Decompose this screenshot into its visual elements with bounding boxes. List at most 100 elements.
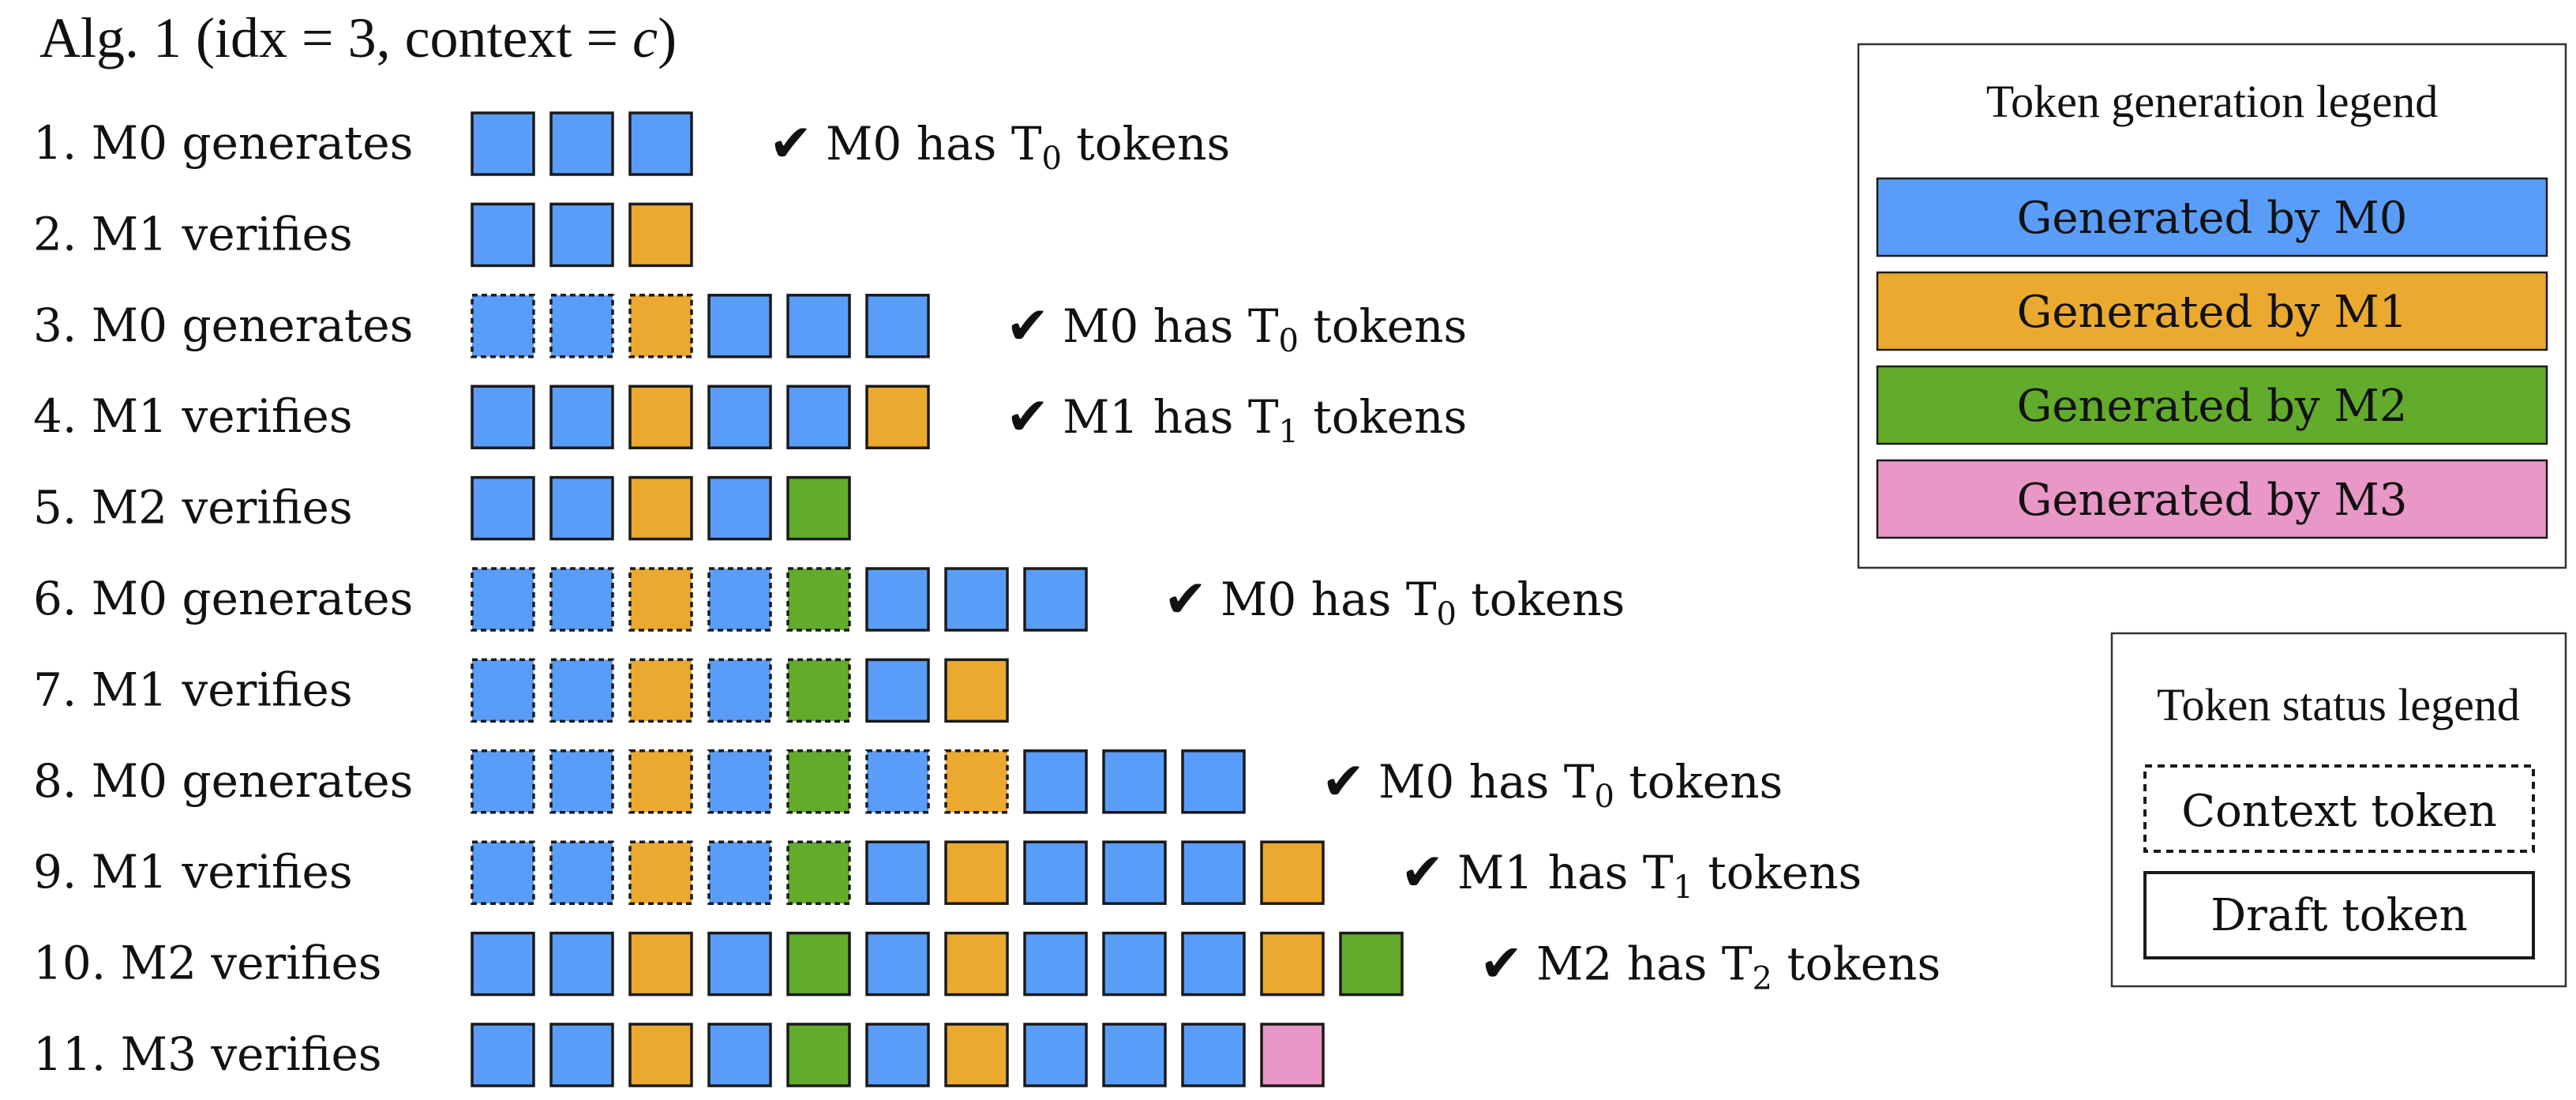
draft-token [707,1023,772,1087]
token-count-note: M0 has T0 tokens [1063,299,1467,359]
draft-token [549,931,614,997]
legend-item-label: Generated by M0 [2017,193,2408,244]
draft-token [1102,749,1167,814]
draft-token [1102,840,1167,905]
token-count-note: M2 has T2 tokens [1536,937,1940,997]
context-token [549,658,614,723]
token-generation-legend: Token generation legend Generated by M0G… [1857,43,2567,569]
draft-token [865,1023,930,1087]
draft-token [944,567,1009,632]
legend-item-label: Generated by M2 [2017,381,2408,432]
checkmark-icon: ✔ [1164,569,1207,629]
note-suffix: tokens [1299,390,1467,444]
draft-token [1181,1023,1246,1087]
step-label: 6. M0 generates [33,572,413,625]
step-row: 7. M1 verifies [33,658,1009,723]
draft-token-swatch [2143,871,2535,959]
step-label: 5. M2 verifies [33,481,353,535]
context-token [471,658,535,723]
note-suffix: tokens [1457,573,1625,626]
context-token [707,840,772,905]
step-label: 11. M3 verifies [33,1027,382,1081]
draft-token [628,1023,693,1087]
draft-token [944,1023,1009,1087]
draft-token [471,385,535,449]
draft-token [549,385,614,449]
draft-token [1181,931,1246,997]
draft-token [786,294,851,359]
step-row: 10. M2 verifies✔M2 has T2 tokens [33,931,1940,997]
context-token [549,294,614,359]
checkmark-icon: ✔ [1006,295,1049,356]
draft-token [1023,1023,1088,1087]
draft-token [471,931,535,997]
context-token [471,567,535,632]
step-row: 4. M1 verifies✔M1 has T1 tokens [33,385,1467,450]
note-suffix: tokens [1693,846,1862,899]
note-subscript: 2 [1753,961,1772,997]
legend-item-label: Generated by M1 [2017,287,2408,338]
draft-token [1181,749,1246,814]
draft-token [628,931,693,997]
context-token-swatch [2143,764,2535,853]
draft-token [707,931,772,997]
legend-generation-items: Generated by M0 Generated by M1 Generated … [1876,177,2548,539]
draft-token [707,475,772,541]
draft-token [1102,1023,1167,1087]
draft-token [1102,931,1167,997]
diagram-title: Alg. 1 (idx = 3, context = c) [39,6,677,69]
note-suffix: tokens [1062,117,1230,171]
note-subscript: 0 [1595,779,1614,815]
checkmark-icon: ✔ [1400,842,1444,903]
draft-token [471,1023,535,1087]
token-count-note: M0 has T0 tokens [826,117,1230,177]
context-token [707,567,772,632]
step-label: 1. M0 generates [33,116,413,170]
context-token [628,658,693,723]
draft-token [944,658,1009,723]
step-label: 4. M1 verifies [33,389,353,443]
context-token [549,567,614,632]
checkmark-icon: ✔ [1322,751,1365,812]
draft-token [628,111,693,176]
draft-token [1260,1023,1325,1087]
token-count-note: M0 has T0 tokens [1221,573,1625,633]
draft-token [1260,931,1325,997]
draft-token [1260,840,1325,905]
draft-token [471,111,535,176]
draft-token [549,1023,614,1087]
context-token [707,658,772,723]
context-token [865,749,930,814]
draft-token [1023,840,1088,905]
draft-token [628,475,693,541]
step-row: 8. M0 generates ✔M0 has T0 tokens [33,749,1783,815]
context-token [786,658,851,723]
draft-token [628,202,693,268]
note-subscript: 1 [1674,869,1693,906]
step-row: 2. M1 verifies [33,202,693,268]
token-count-note: M0 has T0 tokens [1378,755,1783,815]
draft-token [549,475,614,541]
legend-swatch-m1 [1876,271,2548,351]
step-label: 8. M0 generates [33,754,413,808]
context-token [944,749,1009,814]
title-suffix: ) [658,6,677,69]
step-row: 3. M0 generates✔M0 has T0 tokens [33,294,1467,359]
note-subscript: 0 [1279,323,1299,359]
context-token [471,840,535,905]
note-text: M0 has T [1221,573,1437,626]
note-text: M1 has T [1063,390,1279,444]
draft-token [865,294,930,359]
legend-swatch-m3 [1876,459,2548,539]
checkmark-icon: ✔ [1479,933,1523,994]
checkmark-icon: ✔ [769,113,812,174]
draft-token [865,931,930,997]
step-row: 9. M1 verifies ✔M1 has T1 tokens [33,840,1862,906]
step-label: 9. M1 verifies [33,845,353,899]
note-suffix: tokens [1614,755,1783,809]
context-token-label: Context token [2181,786,2497,837]
note-text: M1 has T [1457,846,1674,899]
step-row: 6. M0 generates ✔M0 has T0 tokens [33,567,1625,633]
note-subscript: 1 [1279,414,1299,450]
